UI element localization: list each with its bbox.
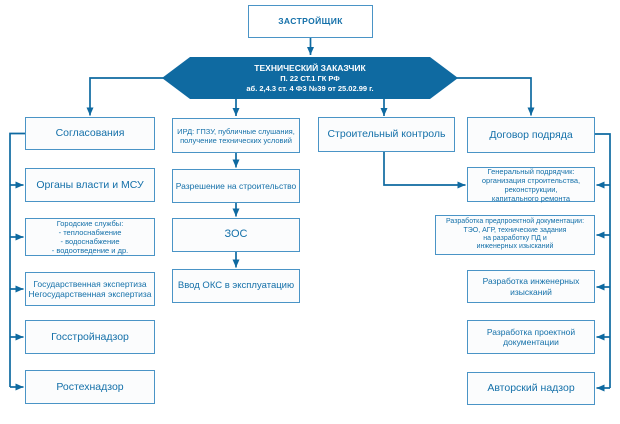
node-approvals: Согласования (25, 117, 155, 150)
technical-customer-law-ref-1: П. 22 СТ.1 ГК РФ (280, 73, 340, 83)
technical-customer-law-ref-2: аб. 2,4.3 ст. 4 ФЗ №39 от 25.02.99 г. (246, 83, 374, 93)
node-contract: Договор подряда (467, 117, 595, 153)
node-commissioning-label: Ввод ОКС в эксплуатацию (177, 280, 295, 292)
node-approvals-label: Согласования (55, 127, 125, 140)
node-commissioning: Ввод ОКС в эксплуатацию (172, 269, 300, 303)
node-developer: ЗАСТРОЙЩИК (248, 5, 373, 38)
node-city-services: Городские службы: - теплоснабжение - вод… (25, 218, 155, 256)
node-technical-customer: ТЕХНИЧЕСКИЙ ЗАКАЗЧИК П. 22 СТ.1 ГК РФ аб… (162, 57, 458, 99)
node-authorities-label: Органы власти и МСУ (36, 178, 144, 191)
node-expertise-label: Государственная экспертиза Негосударстве… (28, 278, 152, 299)
node-developer-label: ЗАСТРОЙЩИК (278, 16, 343, 27)
node-construction-permit-label: Разрешение на строительство (175, 180, 297, 191)
node-gosstroynadzor-label: Госстройнадзор (51, 330, 129, 343)
node-zos: ЗОС (172, 218, 300, 252)
node-rostekhnadzor: Ростехнадзор (25, 370, 155, 404)
node-ird: ИРД: ГПЗУ, публичные слушания, получение… (172, 118, 300, 153)
node-author-supervision-label: Авторский надзор (487, 382, 575, 395)
node-design-docs-label: Разработка проектной документации (486, 326, 576, 347)
technical-customer-title: ТЕХНИЧЕСКИЙ ЗАКАЗЧИК (254, 62, 366, 73)
node-general-contractor-label: Генеральный подрядчик: организация строи… (481, 166, 581, 203)
node-expertise: Государственная экспертиза Негосударстве… (25, 272, 155, 306)
node-city-services-label: Городские службы: - теплоснабжение - вод… (51, 219, 129, 255)
node-zos-label: ЗОС (224, 228, 248, 241)
node-gosstroynadzor: Госстройнадзор (25, 320, 155, 354)
node-construction-control: Строительный контроль (318, 117, 455, 152)
node-authorities: Органы власти и МСУ (25, 168, 155, 202)
node-construction-control-label: Строительный контроль (327, 128, 446, 141)
node-design-docs: Разработка проектной документации (467, 320, 595, 354)
node-construction-permit: Разрешение на строительство (172, 169, 300, 203)
node-engineering-surveys: Разработка инженерных изысканий (467, 270, 595, 303)
node-predesign-docs-label: Разработка предпроектной документации: Т… (445, 218, 585, 251)
node-ird-label: ИРД: ГПЗУ, публичные слушания, получение… (177, 126, 295, 145)
node-author-supervision: Авторский надзор (467, 372, 595, 405)
node-rostekhnadzor-label: Ростехнадзор (56, 380, 124, 393)
node-contract-label: Договор подряда (489, 128, 573, 141)
node-general-contractor: Генеральный подрядчик: организация строи… (467, 166, 595, 203)
node-predesign-docs: Разработка предпроектной документации: Т… (435, 215, 595, 255)
node-engineering-surveys-label: Разработка инженерных изысканий (482, 276, 580, 297)
